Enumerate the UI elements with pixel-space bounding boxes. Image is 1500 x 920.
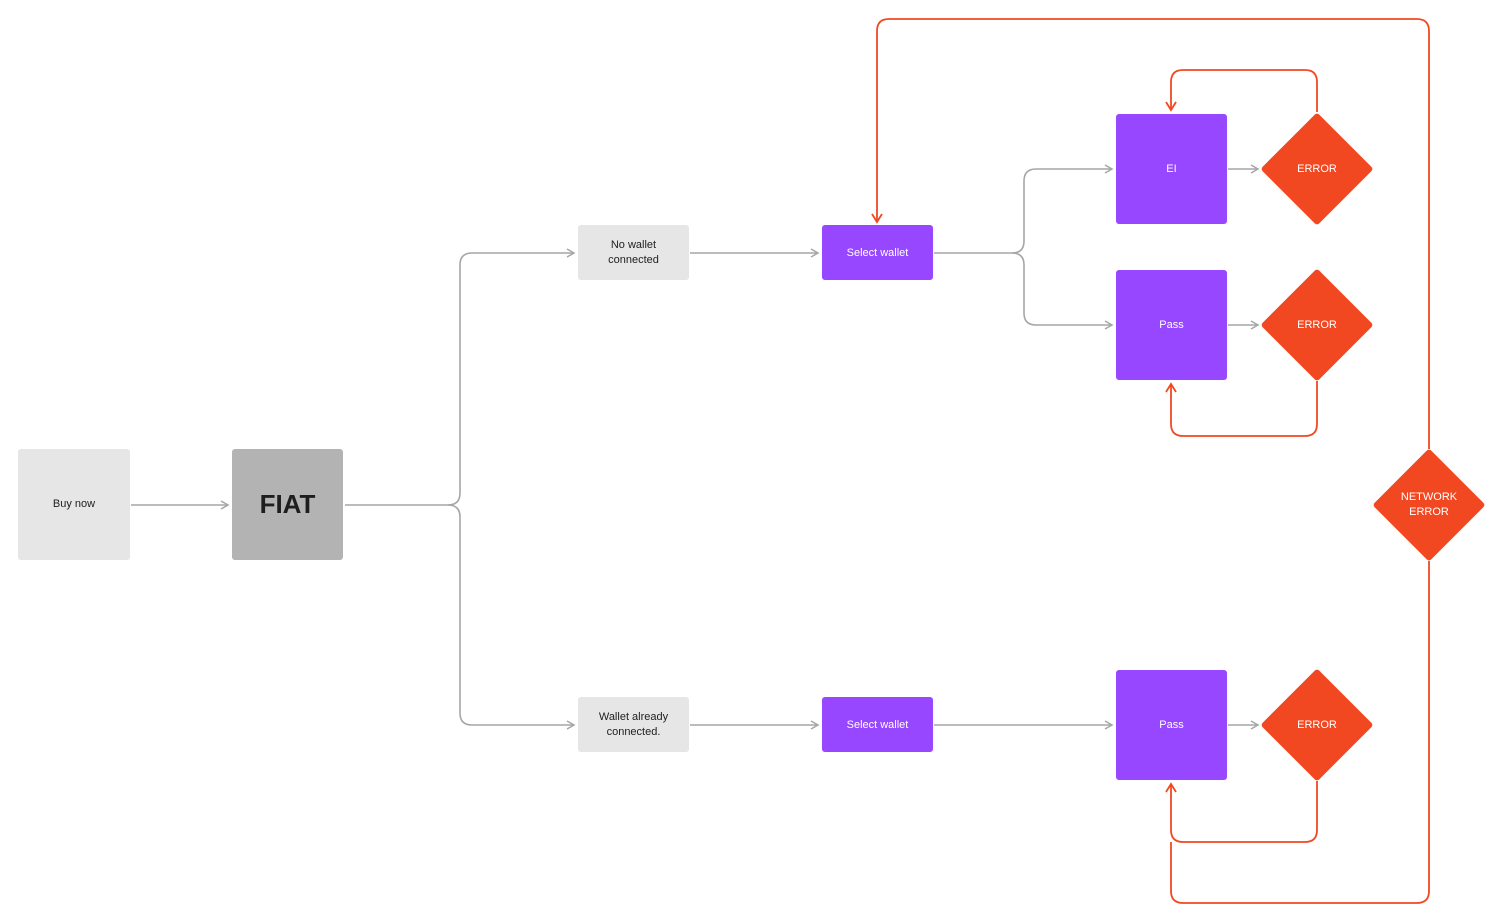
- ei-label: EI: [1166, 163, 1177, 175]
- buy-now-label: Buy now: [52, 498, 96, 510]
- fiat-label: FIAT: [259, 489, 316, 519]
- wallet-connected-node[interactable]: Wallet already connected.: [578, 697, 689, 752]
- pass-label: Pass: [1159, 319, 1184, 331]
- error-diamond-1[interactable]: ERROR: [1260, 112, 1374, 226]
- select-wallet-node-bottom[interactable]: Select wallet: [822, 697, 933, 752]
- error-loop-pass-bottom: [1165, 781, 1318, 843]
- error-loop-pass: [1165, 381, 1318, 437]
- connector-fiat-walletconnected: [447, 504, 576, 730]
- select-wallet-node-top[interactable]: Select wallet: [822, 225, 933, 280]
- pass-node-top[interactable]: Pass: [1116, 270, 1227, 380]
- network-error-loop-down: [1170, 561, 1430, 904]
- pass-node-bottom[interactable]: Pass: [1116, 670, 1227, 780]
- buy-now-node[interactable]: Buy now: [18, 449, 130, 560]
- network-error-diamond[interactable]: NETWORK ERROR: [1372, 448, 1486, 562]
- connector-selectwallet-pass: [1011, 252, 1114, 330]
- select-wallet-label: Select wallet: [846, 718, 909, 731]
- no-wallet-label: No wallet connected: [608, 238, 659, 266]
- error-label: ERROR: [1297, 162, 1337, 175]
- no-wallet-node[interactable]: No wallet connected: [578, 225, 689, 280]
- error-loop-ei: [1165, 69, 1318, 112]
- network-error-loop-up: [871, 18, 1430, 449]
- network-error-label: NETWORK ERROR: [1400, 491, 1458, 518]
- select-wallet-label: Select wallet: [846, 246, 909, 259]
- error-diamond-3[interactable]: ERROR: [1260, 668, 1374, 782]
- connector-fiat-nowallet: [345, 248, 576, 506]
- error-label: ERROR: [1297, 718, 1337, 731]
- fiat-node[interactable]: FIAT: [232, 449, 343, 560]
- error-diamond-2[interactable]: ERROR: [1260, 268, 1374, 382]
- error-label: ERROR: [1297, 318, 1337, 331]
- pass-label: Pass: [1159, 719, 1184, 731]
- ei-node[interactable]: EI: [1116, 114, 1227, 224]
- wallet-connected-label: Wallet already connected.: [598, 710, 669, 738]
- connector-selectwallet-ei: [934, 164, 1114, 254]
